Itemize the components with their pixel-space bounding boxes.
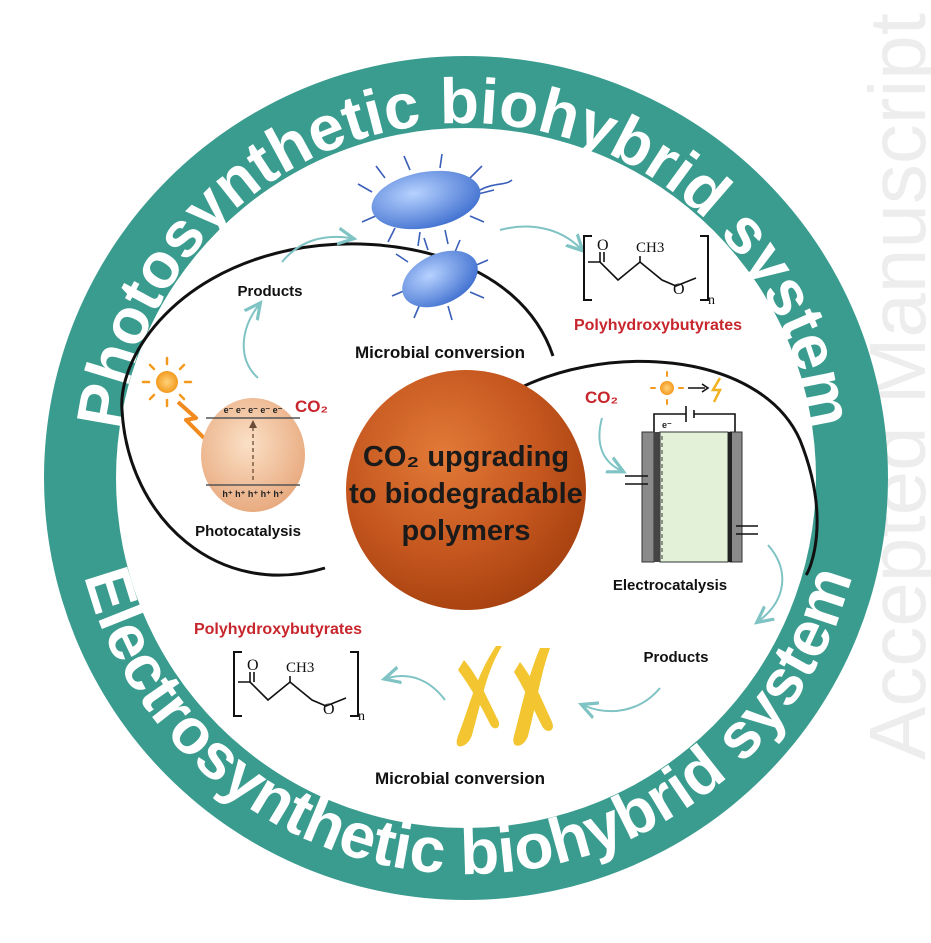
electro-loop-line <box>504 359 819 576</box>
blue-bacteria-icon <box>357 153 513 321</box>
electro-products-label: Products <box>643 649 708 666</box>
electro-polymer-label: Polyhydroxybutyrates <box>194 621 362 638</box>
arrow-products-to-microbe <box>281 237 350 263</box>
core-sphere <box>346 370 586 610</box>
electron-label: e⁻ <box>662 420 672 430</box>
svg-text:O: O <box>247 657 259 674</box>
svg-text:O: O <box>673 281 685 298</box>
svg-text:CH3: CH3 <box>636 240 664 256</box>
sun-icon <box>141 356 193 408</box>
photocatalyst-particle: e⁻ e⁻ e⁻ e⁻ e⁻ h⁺ h⁺ h⁺ h⁺ h⁺ <box>201 398 305 512</box>
svg-text:CH3: CH3 <box>286 660 314 676</box>
electro-microbial-conversion-label: Microbial conversion <box>375 769 545 788</box>
electrochemical-cell: e⁻ <box>625 406 758 563</box>
photo-products-label: Products <box>237 283 302 300</box>
photo-polymer-label: Polyhydroxybutyrates <box>574 317 742 334</box>
holes-label: h⁺ h⁺ h⁺ h⁺ h⁺ <box>222 489 283 499</box>
arrow-microbe-to-phb <box>499 225 580 248</box>
light-bolt-icon <box>176 400 206 440</box>
arrow-photo-to-products <box>242 306 258 379</box>
arrow-products-to-yellow-microbe <box>585 687 661 711</box>
svg-text:O: O <box>323 701 335 718</box>
phb-structure-bottom: O CH3 O n <box>233 651 365 724</box>
arrow-yellow-microbe-to-phb <box>388 676 446 701</box>
electrons-label: e⁻ e⁻ e⁻ e⁻ e⁻ <box>224 405 283 415</box>
electrocatalysis-label: Electrocatalysis <box>613 577 727 594</box>
sun-to-electricity-icon <box>650 371 723 405</box>
yellow-bacteria-icon <box>456 646 553 747</box>
phb-structure-top: O CH3 O n <box>583 235 715 308</box>
core-line-2: to biodegradable <box>349 478 583 510</box>
arrow-cell-to-products <box>760 544 784 620</box>
svg-text:O: O <box>597 237 609 254</box>
photocatalysis-label: Photocatalysis <box>195 523 301 540</box>
svg-text:n: n <box>358 709 365 724</box>
photo-co2-label: CO₂ <box>295 397 328 416</box>
core-line-3: polymers <box>402 515 531 547</box>
arrow-co2-to-cell <box>598 417 620 470</box>
svg-text:n: n <box>708 293 715 308</box>
electro-co2-label: CO₂ <box>585 388 618 407</box>
photo-microbial-conversion-label: Microbial conversion <box>355 343 525 362</box>
core-line-1: CO₂ upgrading <box>363 441 569 473</box>
